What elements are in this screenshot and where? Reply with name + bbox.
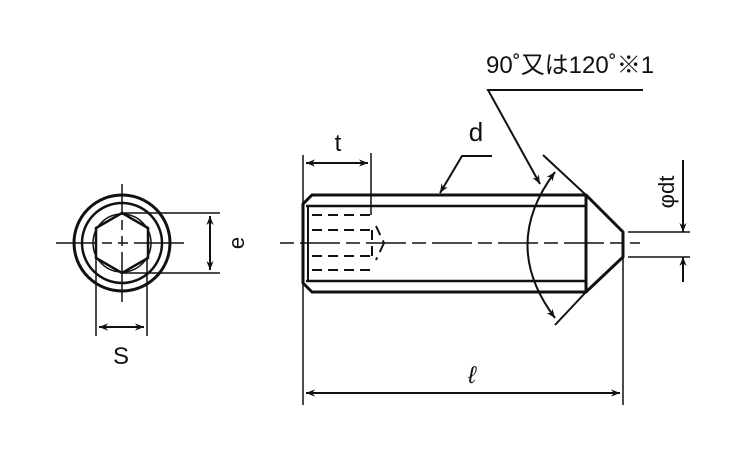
d-label: d bbox=[469, 117, 483, 147]
end-view bbox=[56, 184, 220, 336]
e-label: e bbox=[224, 237, 249, 249]
dt-label: φdt bbox=[654, 176, 679, 209]
angle-leader bbox=[486, 89, 643, 185]
length-label: ℓ bbox=[467, 362, 477, 389]
cone-angle-line-bottom bbox=[554, 291, 587, 326]
side-view bbox=[280, 89, 690, 405]
t-label: t bbox=[335, 130, 342, 157]
hidden-socket-lines bbox=[312, 214, 385, 271]
angle-arc bbox=[526, 171, 556, 319]
angle-note: 90˚又は120˚※1 bbox=[486, 52, 654, 79]
d-leader bbox=[439, 155, 492, 194]
cone-angle-line-top bbox=[542, 154, 587, 196]
s-label: S bbox=[113, 343, 129, 370]
